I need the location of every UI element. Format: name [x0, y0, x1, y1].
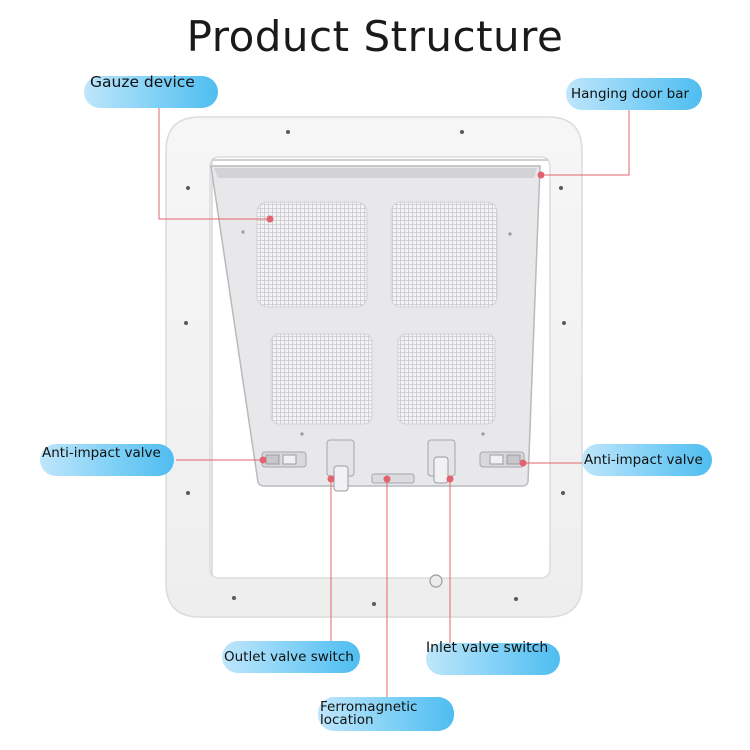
- inlet-valve-switch: [427, 439, 456, 484]
- page-title: Product Structure: [186, 12, 564, 61]
- mesh-panels: [256, 201, 498, 425]
- leader-lines: [158, 106, 630, 699]
- label-inlet-valve-switch: Inlet valve switch: [426, 640, 560, 675]
- leader-dots: [259, 171, 545, 483]
- label-anti-impact-valve-right: Anti-impact valve: [582, 444, 712, 476]
- label-hanging-door-bar: Hanging door bar: [566, 78, 702, 110]
- label-outlet-valve-switch: Outlet valve switch: [222, 641, 360, 673]
- anti-impact-valve-right: [479, 451, 525, 468]
- outlet-valve-switch: [326, 439, 355, 492]
- ferromagnetic-strip: [371, 473, 415, 484]
- anti-impact-valve-left: [261, 451, 307, 468]
- door-frame: [165, 116, 583, 618]
- screw-holes: [184, 130, 566, 606]
- label-ferromagnetic-location: Ferromagnetic location: [318, 697, 454, 731]
- door-flap: [210, 165, 541, 492]
- label-anti-impact-valve-left: Anti-impact valve: [40, 444, 174, 476]
- label-gauze-device: Gauze device: [84, 73, 218, 108]
